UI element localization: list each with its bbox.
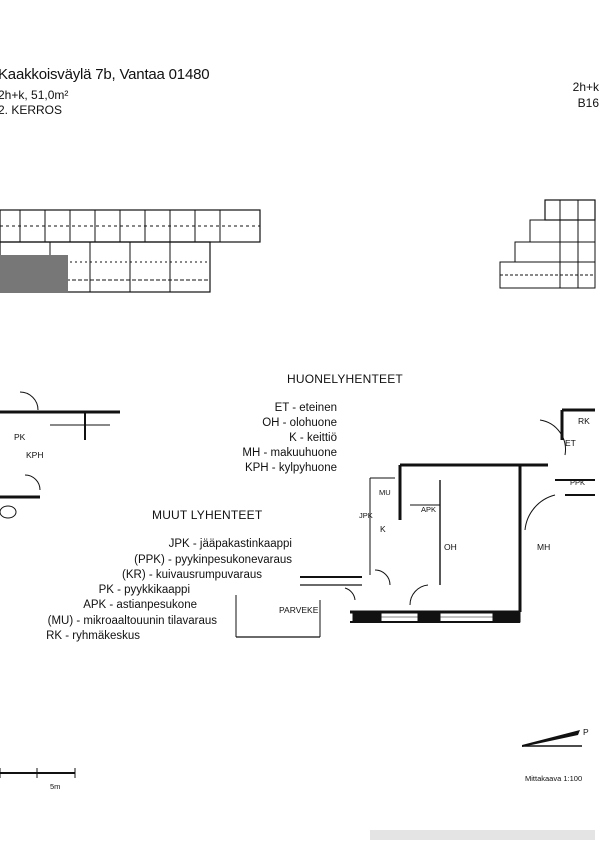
room-legend-item: MH - makuuhuone — [242, 447, 337, 459]
north-label: P — [583, 727, 589, 737]
room-label-mu: MU — [379, 488, 391, 497]
highlighted-apartment — [0, 255, 68, 293]
room-label-apk: APK — [421, 505, 437, 514]
room-label-et: ET — [565, 438, 576, 448]
type-code: 2h+k — [572, 80, 599, 94]
room-label-jpk: JPK — [359, 511, 373, 520]
key-plan-left — [0, 209, 261, 293]
other-legend-item: (PPK) - pyykinpesukonevaraus — [134, 554, 292, 566]
room-label-mh: MH — [537, 542, 551, 552]
footer-strip — [370, 830, 595, 840]
other-legend-item: (KR) - kuivausrumpuvaraus — [122, 569, 262, 581]
plan-fragment-left — [0, 391, 120, 519]
scale-ratio: Mittakaava 1:100 — [525, 774, 583, 783]
apartment-code: B16 — [577, 96, 599, 110]
room-label-kph: KPH — [26, 450, 44, 460]
room-label-ppk: PPK — [570, 478, 586, 487]
key-plan-right — [499, 199, 596, 289]
north-arrow — [522, 730, 582, 747]
scale-meters: 5m — [50, 782, 61, 791]
other-legend-item: JPK - jääpakastinkaappi — [168, 538, 292, 550]
room-legend-heading: HUONELYHENTEET — [287, 372, 403, 386]
other-legend-item: APK - astianpesukone — [83, 599, 197, 611]
room-legend-item: K - keittiö — [289, 432, 337, 444]
room-label-oh: OH — [444, 542, 457, 552]
room-label-pk: PK — [14, 432, 26, 442]
room-legend-item: OH - olohuone — [262, 417, 337, 429]
room-label-parveke: PARVEKE — [279, 605, 319, 615]
address-title: Kaakkoisväylä 7b, Vantaa 01480 — [0, 66, 210, 83]
room-legend-item: KPH - kylpyhuone — [244, 462, 337, 474]
other-legend-item: PK - pyykkikaappi — [98, 584, 190, 596]
room-legend-item: ET - eteinen — [274, 402, 337, 414]
other-legend-heading: MUUT LYHENTEET — [152, 508, 263, 522]
plan-main — [344, 408, 595, 623]
room-label-rk: RK — [578, 416, 590, 426]
room-label-k: K — [380, 524, 386, 534]
balcony-outline — [235, 576, 362, 638]
other-legend-item: (MU) - mikroaaltouunin tilavaraus — [47, 615, 217, 627]
floor-text: 2. KERROS — [0, 103, 63, 117]
area-text: 2h+k, 51,0m² — [0, 88, 69, 102]
other-legend-item: RK - ryhmäkeskus — [46, 630, 140, 642]
scale-bar — [0, 768, 76, 778]
